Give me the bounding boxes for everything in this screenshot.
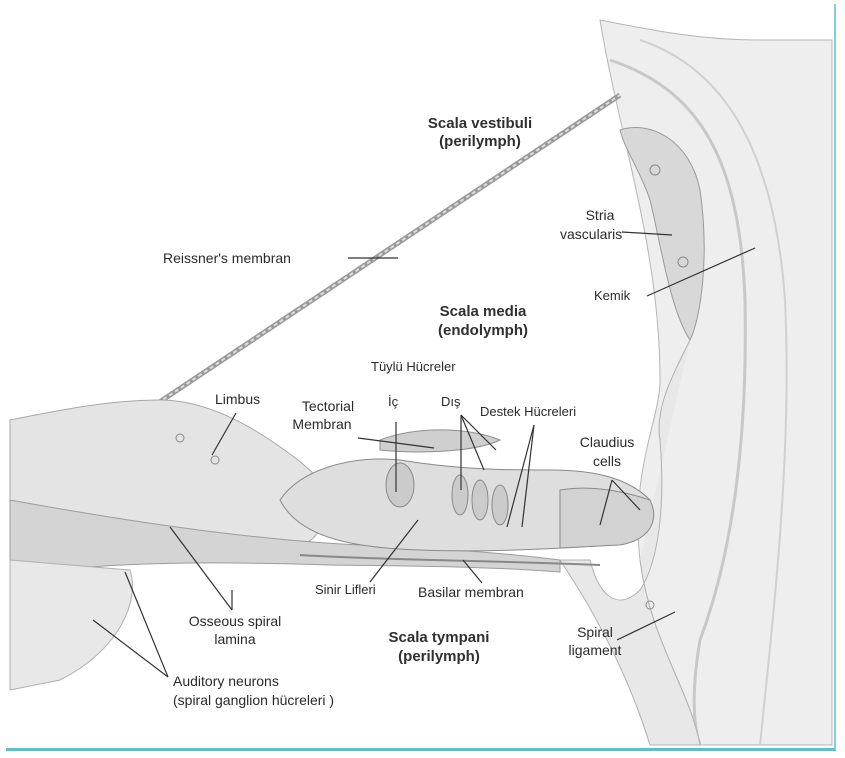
label-scala-vestibuli-sub: (perilymph): [415, 133, 545, 151]
label-stria-1: Stria: [570, 206, 630, 224]
label-osseous-2: lamina: [170, 630, 300, 648]
label-spiral-ligament-1: Spiral: [560, 623, 630, 641]
label-tectorial-2: Membran: [282, 415, 362, 433]
label-stria-2: vascularis: [560, 225, 622, 243]
label-scala-tympani: Scala tympani: [374, 629, 504, 647]
label-destek-hucreleri: Destek Hücreleri: [480, 403, 576, 421]
label-ic: İç: [388, 393, 398, 411]
label-dis: Dış: [441, 393, 461, 411]
label-basilar-membran: Basilar membran: [418, 583, 524, 601]
label-tuylu-hucreler: Tüylü Hücreler: [371, 358, 456, 376]
label-limbus: Limbus: [215, 390, 260, 408]
label-auditory-neurons: Auditory neurons: [173, 672, 279, 690]
label-spiral-ligament-2: ligament: [560, 641, 630, 659]
label-scala-tympani-sub: (perilymph): [374, 648, 504, 666]
label-osseous-1: Osseous spiral: [170, 612, 300, 630]
label-kemik: Kemik: [594, 287, 630, 305]
label-spiral-ganglion: (spiral ganglion hücreleri ): [173, 691, 334, 709]
label-claudius-1: Claudius: [562, 433, 652, 451]
tectorial-membrane-shape: [380, 430, 500, 452]
label-scala-media-sub: (endolymph): [418, 322, 548, 340]
label-tectorial-1: Tectorial: [288, 397, 368, 415]
label-sinir-lifleri: Sinir Lifleri: [315, 581, 376, 599]
ganglion-region: [10, 560, 132, 690]
label-claudius-2: cells: [562, 452, 652, 470]
label-reissners-membran: Reissner's membran: [163, 249, 291, 267]
label-scala-media: Scala media: [418, 303, 548, 321]
label-scala-vestibuli: Scala vestibuli: [415, 115, 545, 133]
